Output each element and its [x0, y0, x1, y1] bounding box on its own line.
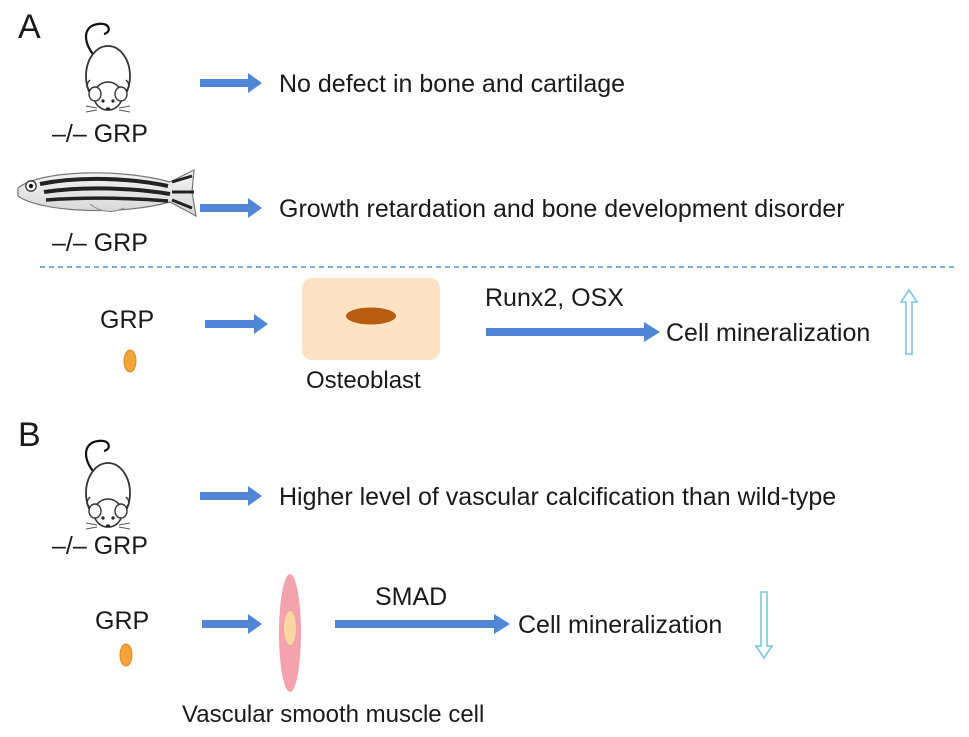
grp-ellipse-a — [123, 349, 137, 373]
mouse-outcome-text-a: No defect in bone and cartilage — [279, 70, 626, 98]
mouse-genotype-label-b: –/– GRP — [52, 532, 148, 560]
up-arrow-icon — [899, 288, 919, 355]
mouse-genotype-label-a: –/– GRP — [52, 120, 148, 148]
grp-label-b: GRP — [95, 607, 150, 635]
osteoblast-label: Osteoblast — [306, 367, 421, 394]
grp-label-a: GRP — [100, 306, 155, 334]
cell-mineralization-label-b: Cell mineralization — [518, 611, 723, 639]
arrow-grp-to-vsmc — [202, 614, 262, 634]
vsmc-label: Vascular smooth muscle cell — [182, 701, 485, 728]
panel-label-b: B — [18, 416, 41, 454]
arrow-vsmc-to-mineralization — [335, 614, 510, 634]
arrow-osteoblast-to-mineralization — [486, 322, 660, 342]
zebrafish-genotype-label: –/– GRP — [52, 229, 148, 257]
zebrafish-outcome-text: Growth retardation and bone development … — [279, 195, 845, 223]
mouse-icon-b — [84, 439, 131, 530]
vsmc-nucleus — [284, 611, 296, 645]
grp-ellipse-b — [119, 643, 133, 667]
cell-mineralization-label-a: Cell mineralization — [666, 319, 871, 347]
arrow-grp-to-osteoblast — [205, 314, 268, 334]
osteoblast-nucleus — [346, 307, 396, 325]
mouse-icon-a — [84, 22, 131, 113]
panel-label-a: A — [18, 8, 41, 46]
arrow-mouse-a — [200, 73, 262, 93]
runx2-osx-label: Runx2, OSX — [485, 284, 624, 312]
smad-label: SMAD — [375, 583, 448, 611]
down-arrow-icon — [754, 591, 774, 660]
arrow-mouse-b — [200, 486, 262, 506]
arrow-zebrafish — [200, 198, 262, 218]
zebrafish-icon — [17, 168, 197, 218]
mouse-outcome-text-b: Higher level of vascular calcification t… — [279, 483, 837, 511]
